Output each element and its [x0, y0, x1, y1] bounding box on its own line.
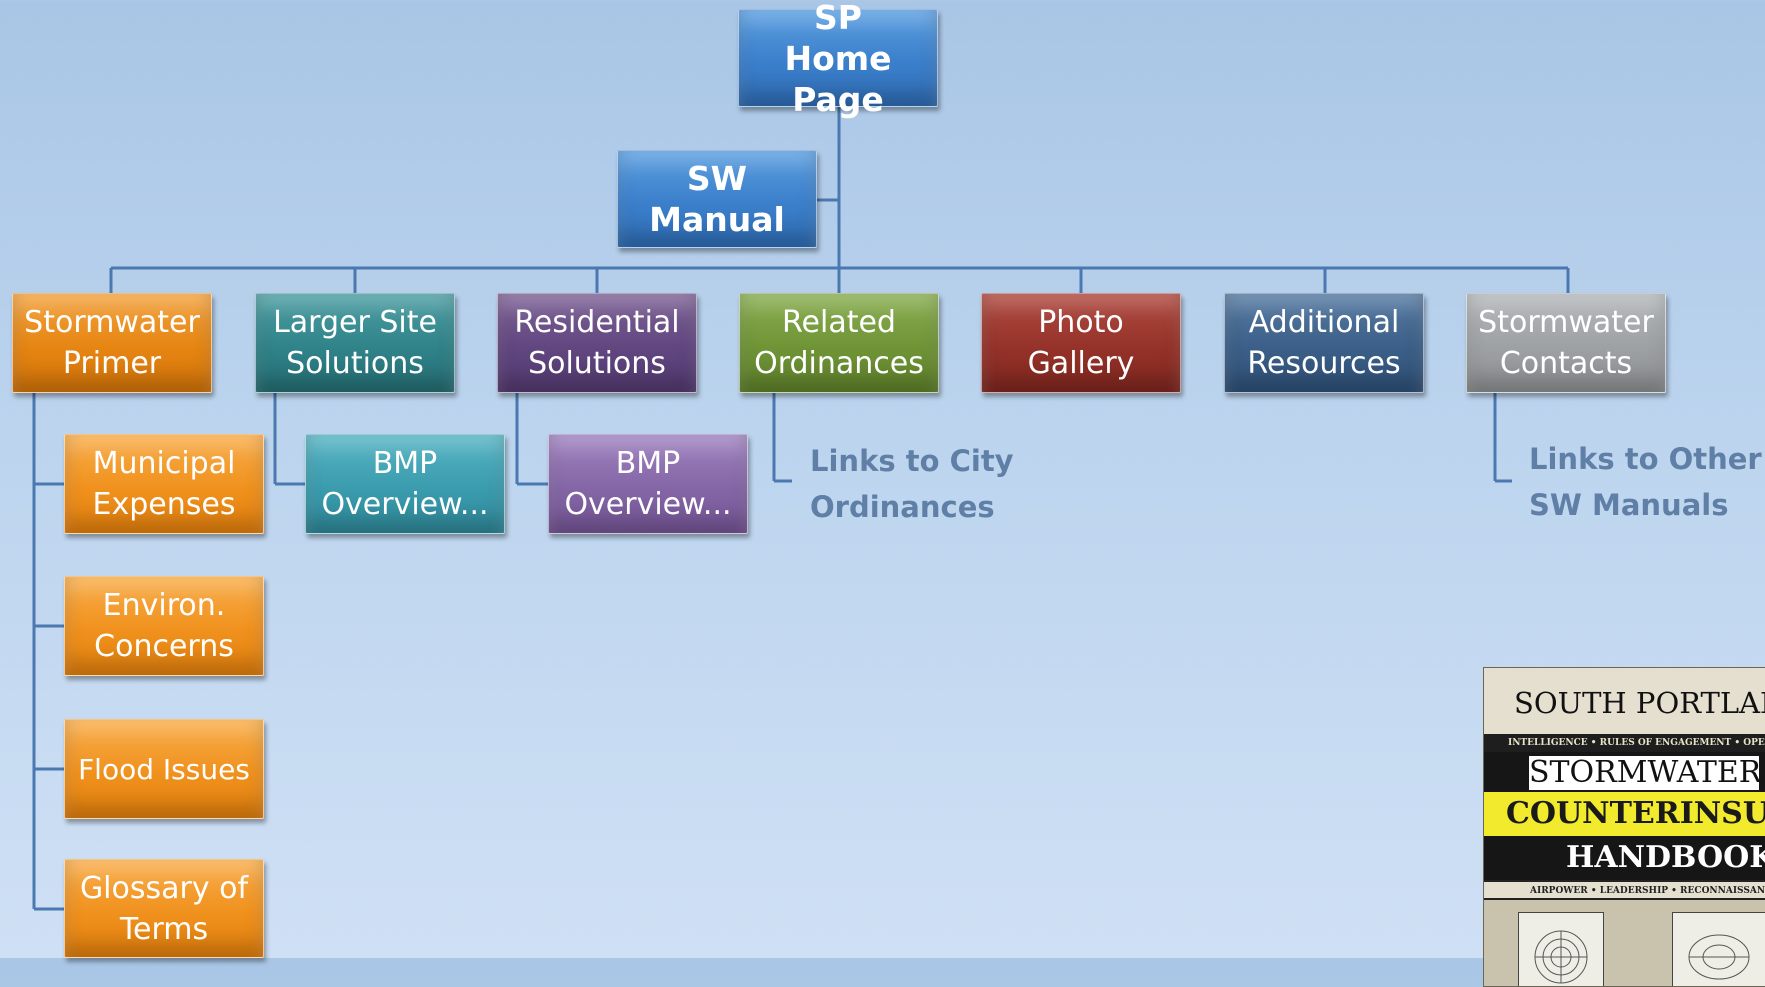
node-stormwater-primer: Stormwater Primer [12, 293, 212, 393]
node-larger-site-solutions: Larger Site Solutions [255, 293, 455, 393]
node-sp-home-page: SP Home Page [738, 0, 938, 119]
node-sw-manual: SW Manual [617, 150, 817, 248]
node-residential-solutions: Residential Solutions [497, 293, 697, 393]
cover-header [1484, 668, 1765, 734]
node-additional-resources: Additional Resources [1224, 293, 1424, 393]
connector-lines [32, 107, 1570, 911]
node-label: Related Ordinances [754, 305, 924, 381]
node-photo-gallery: Photo Gallery [981, 293, 1181, 393]
cover-illustration-right [1672, 912, 1765, 986]
node-label: Residential Solutions [514, 305, 680, 381]
node-flood-issues: Flood Issues [64, 719, 264, 819]
node-label: Larger Site Solutions [273, 305, 437, 381]
note-links-to-city-ordinances: Links to City Ordinances [810, 444, 1014, 524]
handbook-cover-image: SOUTH PORTLAN INTELLIGENCE • RULES OF EN… [1483, 667, 1765, 987]
node-label: Stormwater Primer [24, 305, 200, 381]
cover-top-strip: INTELLIGENCE • RULES OF ENGAGEMENT • OPE… [1484, 734, 1765, 752]
cover-bottom-strip: AIRPOWER • LEADERSHIP • RECONNAISSANCE [1484, 880, 1765, 900]
node-related-ordinances: Related Ordinances [739, 293, 939, 393]
node-label: Environ. Concerns [94, 588, 234, 664]
node-bmp-overview-larger-site: BMP Overview... [305, 434, 505, 534]
cover-illustration-left [1518, 912, 1604, 986]
node-municipal-expenses: Municipal Expenses [64, 434, 264, 534]
cover-line-handbook: HANDBOOK [1484, 836, 1765, 880]
node-glossary-of-terms: Glossary of Terms [64, 859, 264, 958]
node-environ-concerns: Environ. Concerns [64, 576, 264, 676]
node-label: Municipal Expenses [92, 446, 236, 522]
cover-line-counterinsurgency: COUNTERINSURGENC [1484, 792, 1765, 836]
node-label: SW Manual [649, 159, 785, 239]
cover-line-stormwater: STORMWATER [1529, 755, 1762, 790]
node-label: Additional Resources [1247, 305, 1401, 381]
node-label: BMP Overview... [321, 446, 489, 522]
node-label: BMP Overview... [564, 446, 732, 522]
note-links-to-other-sw-manuals: Links to Other SW Manuals [1529, 442, 1762, 522]
node-stormwater-contacts: Stormwater Contacts [1466, 293, 1666, 393]
node-label: SP Home Page [784, 0, 892, 119]
node-label: Glossary of Terms [79, 870, 249, 947]
node-bmp-overview-residential: BMP Overview... [548, 434, 748, 534]
cover-title: SOUTH PORTLAN [1514, 686, 1765, 720]
node-label: Stormwater Contacts [1478, 305, 1654, 381]
node-label: Flood Issues [78, 752, 250, 786]
node-label: Photo Gallery [1027, 305, 1135, 381]
